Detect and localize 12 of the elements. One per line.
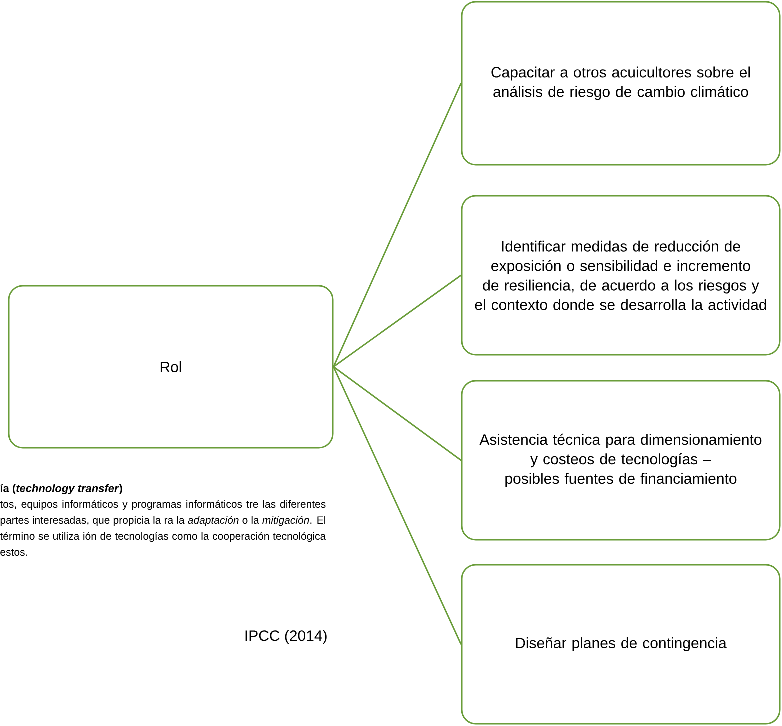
connector-line bbox=[333, 83, 462, 368]
excerpt-text: tos, equipos informáticos y programas informáticos tre las diferentes partes interesadas, que propicia la ra la adaptación o la mitigación. El término se utiliza ión de tecnologías como la cooperación tecnológica estos. bbox=[0, 500, 326, 556]
citation: IPCC (2014) bbox=[246, 630, 327, 644]
task-box: Identificar medidas de reducción de exposición o sensibilidad e incremento de resiliencia, de acuerdo a los riesgos y el contexto donde se desarrolla la actividad bbox=[461, 195, 781, 356]
connector-line bbox=[333, 274, 462, 368]
excerpt-heading: ía (technology transfer) bbox=[0, 484, 122, 495]
task-box: Asistencia técnica para dimensionamiento y costeos de tecnologías – posibles fuentes de financiamiento bbox=[461, 380, 781, 541]
role-box: Rol bbox=[8, 285, 334, 449]
task-box: Diseñar planes de contingencia bbox=[461, 564, 781, 725]
connector-line bbox=[333, 366, 462, 462]
task-box: Capacitar a otros acuicultores sobre el análisis de riesgo de cambio climático bbox=[461, 1, 781, 166]
connector-line bbox=[333, 366, 462, 645]
